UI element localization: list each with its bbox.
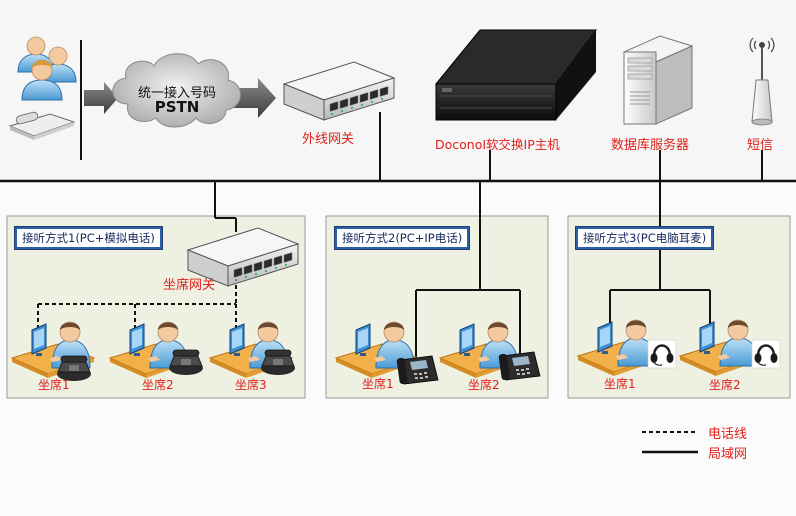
mode3-seat-1-headset-icon — [646, 338, 678, 370]
mode2-seat-2-label: 坐席2 — [468, 378, 500, 392]
pstn-cloud — [112, 53, 241, 128]
arrow-right — [234, 78, 276, 118]
arrow-left — [84, 82, 118, 114]
mode1-seat-1-label: 坐席1 — [38, 378, 70, 392]
mode3-seat-2-label: 坐席2 — [709, 378, 741, 392]
outer-gateway-label: 外线网关 — [302, 132, 355, 147]
mode2-seat-1-ip-phone — [395, 355, 439, 385]
callers-icon — [17, 36, 77, 101]
mode3-title: 接听方式3(PC电脑耳麦) — [575, 226, 715, 250]
mode1-seat-3-label: 坐席3 — [235, 378, 267, 392]
mode2-seat-1-label: 坐席1 — [362, 377, 394, 391]
mode1-seat-2-phone — [168, 349, 204, 376]
sms-antenna-icon — [749, 37, 775, 126]
mode1-title: 接听方式1(PC+模拟电话) — [14, 226, 163, 250]
softswitch-server — [434, 29, 597, 121]
mode2-lan-lines — [415, 181, 521, 362]
mode1-seat-2-label: 坐席2 — [142, 378, 174, 392]
sms-label: 短信 — [747, 138, 774, 153]
mode3-seat-1-label: 坐席1 — [604, 377, 636, 391]
cloud-label-line1: 统一接入号码 — [137, 86, 216, 101]
mode3-seat-2-headset-icon — [750, 338, 782, 370]
database-server-label: 数据库服务器 — [611, 138, 690, 153]
cloud-label-line2: PSTN — [154, 98, 200, 116]
seat-gateway-label: 坐席网关 — [163, 278, 216, 293]
legend-lan-label: 局域网 — [708, 447, 748, 462]
softswitch-server-label: DoconoⅠ软交换IP主机 — [435, 137, 560, 152]
legend-phone-line-label: 电话线 — [708, 427, 748, 442]
mode1-seat-3-phone — [260, 349, 296, 376]
mode2-seat-2-ip-phone — [497, 351, 541, 381]
desk-phone-icon — [8, 111, 76, 140]
mode2-title: 接听方式2(PC+IP电话) — [334, 226, 471, 250]
database-server — [622, 35, 694, 125]
